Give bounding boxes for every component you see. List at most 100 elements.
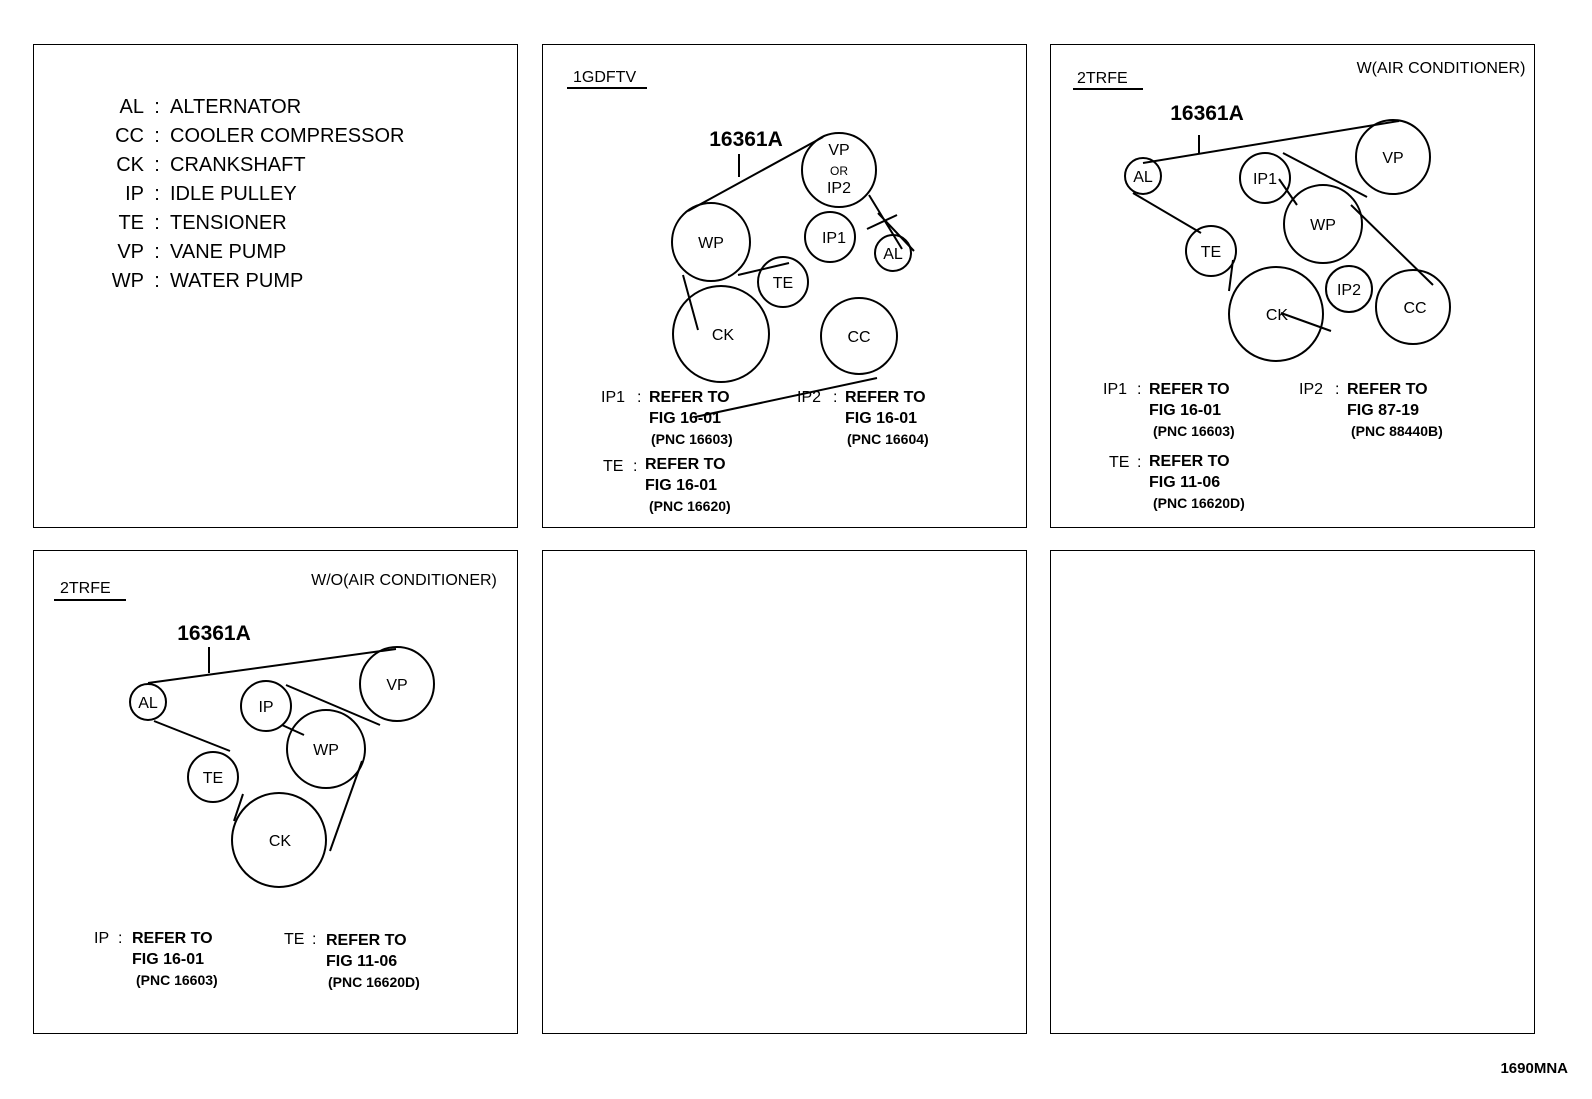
pulley-te	[187, 751, 239, 803]
belt-part-number: 16361A	[1170, 102, 1244, 125]
legend-name: COOLER COMPRESSOR	[170, 125, 405, 147]
legend-item: CC:COOLER COMPRESSOR	[94, 122, 404, 151]
panel-1gdftv: 1GDFTV 16361A WP VP OR IP2 IP1 AL TE CK …	[542, 44, 1027, 528]
pulley-ck	[1228, 266, 1324, 362]
ref-line: REFER TO	[845, 389, 926, 406]
ref-code: IP2	[797, 389, 821, 406]
pulley-label-ip1: IP1	[822, 230, 846, 247]
legend-name: ALTERNATOR	[170, 96, 302, 118]
belt-diagram-2trfe-noac: 2TRFE W/O(AIR CONDITIONER) 16361A AL IP …	[54, 572, 497, 990]
legend-panel: AL:ALTERNATOR CC:COOLER COMPRESSOR CK:CR…	[33, 44, 518, 528]
pulley-label-cc: CC	[847, 329, 870, 346]
legend-item: TE:TENSIONER	[94, 209, 404, 238]
pulley-ck	[672, 285, 770, 383]
pulley-label-ck: CK	[269, 833, 292, 850]
ref-line: FIG 16-01	[132, 951, 204, 968]
legend-code: WP	[111, 270, 144, 292]
pulley-wp	[671, 202, 751, 282]
ref-line: FIG 87-19	[1347, 402, 1419, 419]
engine-label: 1GDFTV	[573, 69, 636, 86]
legend-item: WP:WATER PUMP	[94, 267, 404, 296]
engine-label: 2TRFE	[60, 580, 111, 597]
ref-line: FIG 11-06	[1149, 474, 1220, 491]
pulley-label-ip: IP	[258, 699, 273, 716]
pulley-te	[757, 256, 809, 308]
ref-line: (PNC 88440B)	[1351, 423, 1443, 439]
ref-line: FIG 11-06	[326, 953, 397, 970]
legend-list: AL:ALTERNATOR CC:COOLER COMPRESSOR CK:CR…	[94, 93, 405, 296]
ref-line: REFER TO	[1149, 453, 1230, 470]
svg-text::: :	[1137, 454, 1141, 471]
svg-text::: :	[312, 931, 316, 948]
ref-line: REFER TO	[132, 930, 213, 947]
ref-line: FIG 16-01	[845, 410, 917, 427]
drive-belt	[682, 136, 915, 418]
pulley-label-te: TE	[1201, 244, 1221, 261]
pulley-label-ck: CK	[1266, 307, 1289, 324]
ref-line: (PNC 16620)	[649, 498, 731, 514]
belt-part-number: 16361A	[177, 622, 251, 645]
panel-empty-1	[542, 550, 1027, 1034]
pulley-ip1	[1239, 152, 1291, 204]
ref-line: REFER TO	[645, 456, 726, 473]
legend-name: CRANKSHAFT	[170, 154, 306, 176]
belt-diagram-2trfe-ac: 2TRFE W(AIR CONDITIONER) 16361A AL IP1 V…	[1073, 60, 1525, 511]
pulley-label-ip2: IP2	[1337, 282, 1361, 299]
belt-part-number: 16361A	[709, 128, 783, 151]
pulley-label-al: AL	[883, 246, 903, 263]
ref-line: REFER TO	[1149, 381, 1230, 398]
legend-name: VANE PUMP	[170, 241, 287, 263]
ref-line: REFER TO	[326, 932, 407, 949]
pulley-label-ck: CK	[712, 327, 735, 344]
svg-text::: :	[1137, 381, 1141, 398]
pulley-label-vp: VP	[386, 677, 407, 694]
pulley-label-wp: WP	[313, 742, 339, 759]
legend-item: IP:IDLE PULLEY	[94, 180, 404, 209]
pulley-label-cc: CC	[1403, 300, 1426, 317]
pulley-ip2	[1325, 265, 1373, 313]
ref-line: FIG 16-01	[1149, 402, 1221, 419]
ref-code: IP1	[1103, 381, 1127, 398]
panel-2trfe-ac: 2TRFE W(AIR CONDITIONER) 16361A AL IP1 V…	[1050, 44, 1535, 528]
drive-belt	[1132, 120, 1434, 332]
pulley-label-al: AL	[1133, 169, 1153, 186]
legend-code: AL	[119, 96, 144, 118]
panel-empty-2	[1050, 550, 1535, 1034]
legend-code: TE	[118, 212, 144, 234]
legend-item: AL:ALTERNATOR	[94, 93, 404, 122]
pulley-label-ip1: IP1	[1253, 171, 1277, 188]
pulley-cc	[1375, 269, 1451, 345]
legend-code: IP	[125, 183, 144, 205]
pulley-al	[1124, 157, 1162, 195]
legend-name: WATER PUMP	[170, 270, 304, 292]
ref-code: IP1	[601, 389, 625, 406]
ref-line: (PNC 16603)	[1153, 423, 1235, 439]
panel-2trfe-noac: 2TRFE W/O(AIR CONDITIONER) 16361A AL IP …	[33, 550, 518, 1034]
condition-label: W/O(AIR CONDITIONER)	[311, 572, 497, 589]
pulley-al	[874, 234, 912, 272]
ref-code: TE	[284, 931, 304, 948]
ref-code: IP2	[1299, 381, 1323, 398]
pulley-ip	[240, 680, 292, 732]
pulley-label-wp: WP	[1310, 217, 1336, 234]
pulley-cc	[820, 297, 898, 375]
legend-name: TENSIONER	[170, 212, 287, 234]
pulley-wp	[286, 709, 366, 789]
pulley-te	[1185, 225, 1237, 277]
pulley-label-vp: VP	[828, 142, 849, 159]
pulley-label-te: TE	[773, 275, 793, 292]
pulley-vp	[801, 132, 877, 208]
pulley-al	[129, 683, 167, 721]
pulley-label-or: OR	[830, 164, 848, 178]
ref-line: (PNC 16604)	[847, 431, 929, 447]
ref-line: REFER TO	[1347, 381, 1428, 398]
pulley-vp	[1355, 119, 1431, 195]
pulley-label-te: TE	[203, 770, 223, 787]
legend-code: CC	[115, 125, 144, 147]
legend-item: CK:CRANKSHAFT	[94, 151, 404, 180]
pulley-label-vp: VP	[1382, 150, 1403, 167]
ref-line: (PNC 16603)	[136, 972, 218, 988]
ref-line: (PNC 16603)	[651, 431, 733, 447]
pulley-label-wp: WP	[698, 235, 724, 252]
svg-text::: :	[118, 930, 122, 947]
